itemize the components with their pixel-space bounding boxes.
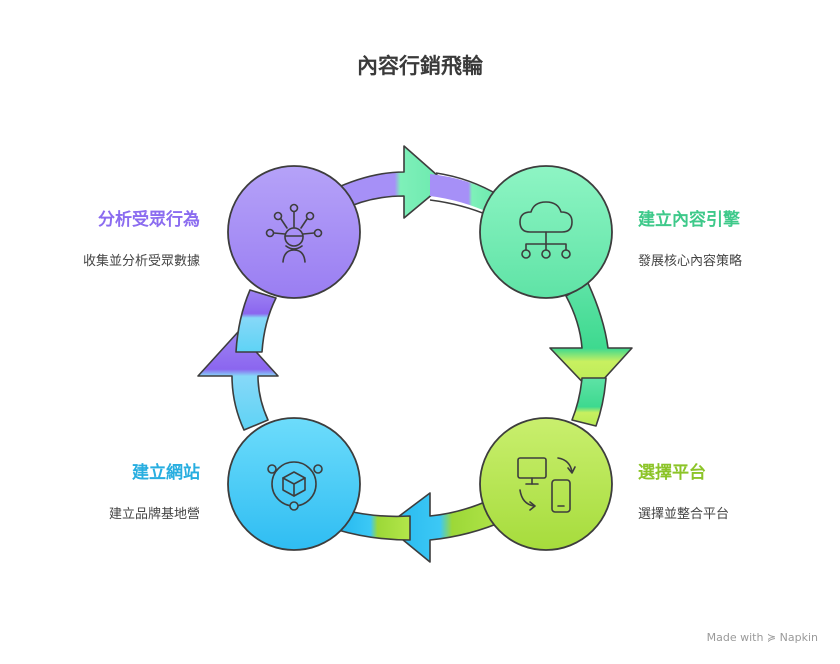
stage-description: 建立品牌基地營 xyxy=(108,507,200,522)
stage-title: 選擇平台 xyxy=(638,463,706,483)
stage-description: 發展核心內容策略 xyxy=(638,254,743,269)
stage-label-content-engine: 建立內容引擎 發展核心內容策略 xyxy=(638,205,742,269)
stage-label-analyze: 分析受眾行為 收集並分析受眾數據 xyxy=(83,205,200,269)
flow-arrow-left xyxy=(197,331,279,431)
stage-circle-platform xyxy=(479,417,613,551)
cube-network-icon xyxy=(267,461,323,511)
diagram-title: 內容行銷飛輪 xyxy=(357,54,483,78)
stage-title: 建立內容引擎 xyxy=(638,210,740,230)
stage-circle-analyze xyxy=(227,165,361,299)
stage-title: 建立網站 xyxy=(132,463,200,483)
audience-analytics-icon xyxy=(265,203,323,263)
flow-arrow-bottom xyxy=(385,492,507,563)
flow-arrow-top xyxy=(331,145,447,219)
stage-description: 收集並分析受眾數據 xyxy=(82,254,200,269)
cloud-network-icon xyxy=(519,201,573,259)
stage-description: 選擇並整合平台 xyxy=(638,507,730,522)
stage-label-website: 建立網站 建立品牌基地營 xyxy=(109,458,200,522)
device-sync-icon xyxy=(517,457,576,513)
stage-title: 分析受眾行為 xyxy=(98,210,200,230)
stage-label-platform: 選擇平台 選擇並整合平台 xyxy=(638,458,729,522)
footer-credit: Made with ≽ Napkin xyxy=(706,631,818,644)
flow-arrow-right xyxy=(549,282,633,393)
